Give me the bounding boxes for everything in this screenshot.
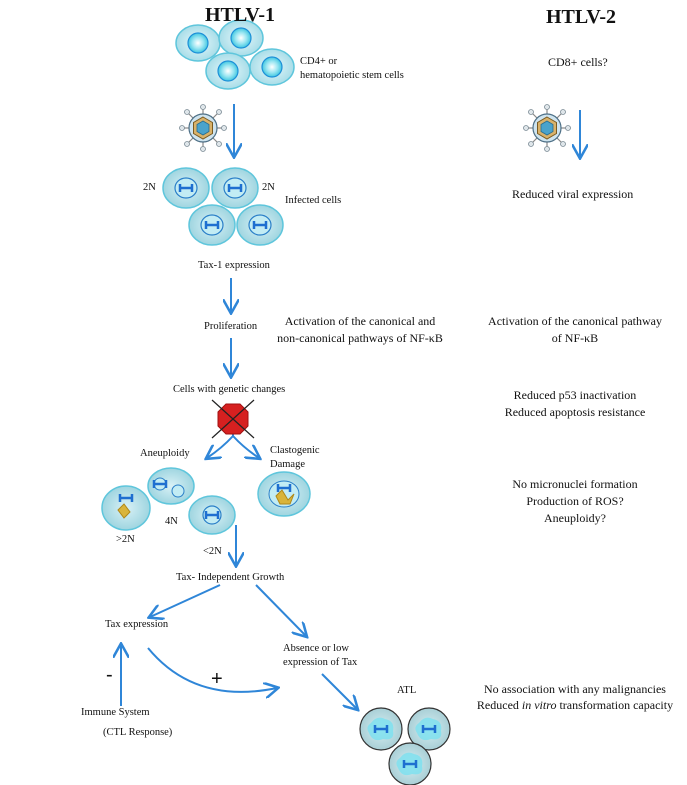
positive-sign: +: [211, 668, 223, 690]
p53-label: Reduced p53 inactivation Reduced apoptos…: [504, 388, 646, 419]
four-n-label: 4N: [165, 516, 178, 527]
clastogenic-label: Clastogenic Damage: [270, 445, 320, 470]
negative-sign: -: [106, 664, 113, 686]
cd8-label: CD8+ cells?: [548, 55, 608, 69]
reduced-viral-label: Reduced viral expression: [512, 187, 634, 201]
cd4-cell: [249, 48, 295, 86]
malignancy-line-2: Reduced in vitro transformation capacity: [476, 698, 674, 712]
canonical-pathway-label: Activation of the canonical pathway of N…: [488, 314, 662, 345]
cd4-cell-cluster: [175, 19, 295, 90]
cd4-cell: [205, 52, 251, 90]
nfkb-activation-label: Activation of the canonical and non-cano…: [277, 314, 443, 345]
absence-tax-label: Absence or low expression of Tax: [283, 643, 358, 668]
clastogenic-cell: [257, 471, 311, 517]
lt2n-label: <2N: [203, 546, 222, 557]
tax-independent-label: Tax- Independent Growth: [176, 572, 285, 583]
tax1-expression-label: Tax-1 expression: [198, 260, 270, 271]
cd4-cell: [218, 19, 264, 57]
aneuploidy-label: Aneuploidy: [140, 448, 190, 459]
htlv2-virus-icon: [522, 103, 572, 153]
htlv2-header: HTLV-2: [546, 6, 617, 28]
atl-label: ATL: [397, 685, 417, 696]
htlv1-header: HTLV-1: [205, 4, 276, 26]
cd4-cell: [175, 24, 221, 62]
infected-cell-cluster: [163, 168, 283, 245]
stop-sign-icon: [211, 399, 255, 439]
gt2n-label: >2N: [116, 534, 135, 545]
genetic-changes-label: Cells with genetic changes: [173, 384, 286, 395]
two-n-right-label: 2N: [262, 182, 275, 193]
tax-expression-label: Tax expression: [105, 619, 169, 630]
htlv1-virus-icon: [178, 103, 228, 153]
infected-cells-label: Infected cells: [285, 195, 342, 206]
two-n-left-label: 2N: [143, 182, 156, 193]
atl-cell-cluster: [360, 708, 450, 785]
immune-system-label: Immune System: [81, 707, 150, 718]
proliferation-label: Proliferation: [204, 321, 258, 332]
cd4-label: CD4+ or hematopoietic stem cells: [300, 56, 404, 81]
flow-arrows: [121, 104, 580, 709]
aneuploidy-cells: [101, 467, 236, 535]
malignancy-line-1: No association with any malignancies: [484, 682, 666, 696]
micronuclei-label: No micronuclei formation Production of R…: [512, 477, 638, 525]
ctl-response-label: (CTL Response): [103, 727, 173, 738]
